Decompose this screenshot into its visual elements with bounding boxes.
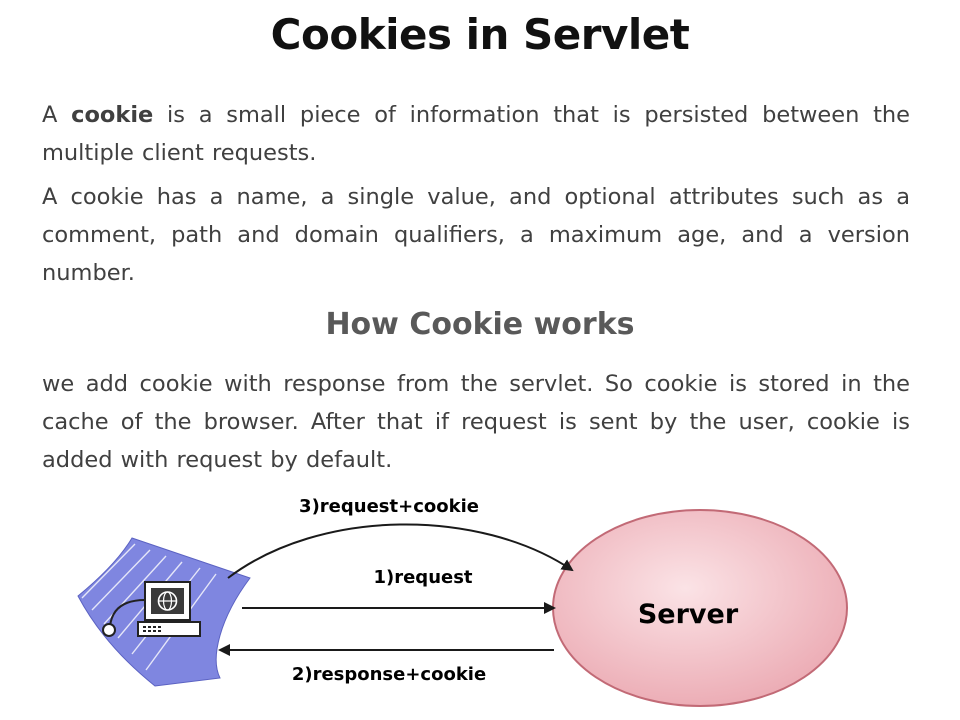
computer-icon [102,581,201,637]
section-subheading: How Cookie works [325,307,635,342]
label-request-cookie: 3)request+cookie [299,496,479,517]
label-request: 1)request [373,567,472,588]
cookie-definition-paragraph: A cookie is a small piece of information… [42,96,910,172]
paragraph1-bold-term: cookie [71,102,154,128]
paragraph1-suffix: is a small piece of information that is … [42,102,911,166]
server-label: Server [638,599,739,630]
cookie-attributes-paragraph: A cookie has a name, a single value, and… [42,184,910,286]
how-cookie-works-paragraph: we add cookie with response from the ser… [42,371,910,473]
arrow-request-cookie [227,523,574,579]
cookie-flow-diagram: Server 3)request+cookie 1)re [77,496,848,707]
slide-title: Cookies in Servlet [270,10,690,59]
paragraph1-prefix: A [42,102,72,128]
label-response-cookie: 2)response+cookie [292,664,486,685]
